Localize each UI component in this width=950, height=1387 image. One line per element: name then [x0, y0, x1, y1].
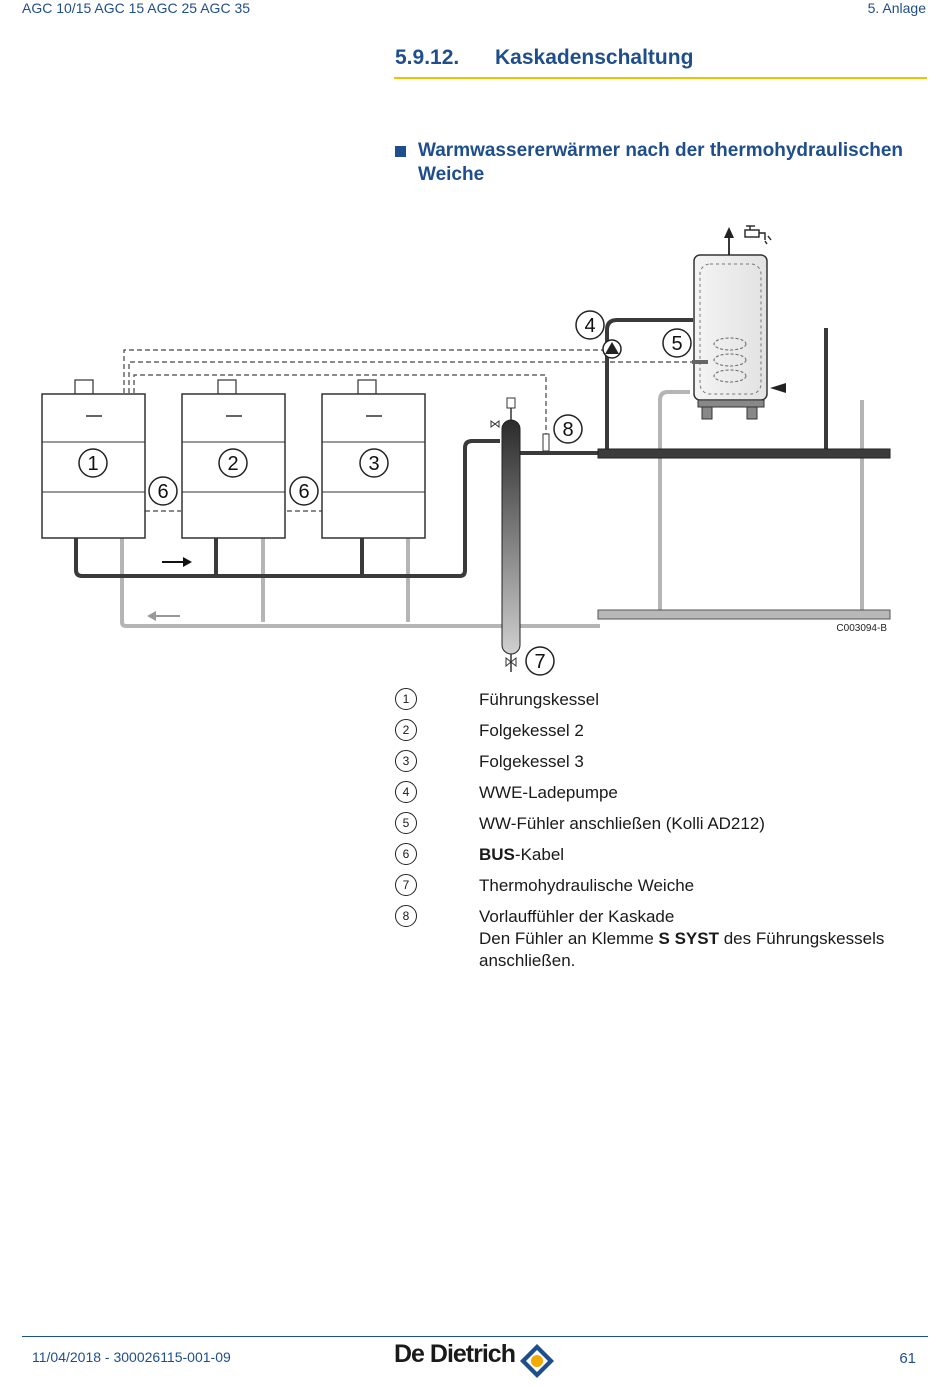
legend-text-bold: BUS: [479, 845, 515, 864]
diagram-label-3: 3: [359, 448, 389, 478]
header-models: AGC 10/15 AGC 15 AGC 25 AGC 35: [22, 0, 251, 16]
legend-line: anschließen.: [479, 951, 576, 970]
legend-number: 4: [395, 781, 417, 803]
legend-line-bold: S SYST: [658, 929, 719, 948]
diagram-label-5-text: 5: [671, 333, 682, 355]
diagram-label-3-text: 3: [368, 453, 379, 475]
diagram-label-7-text: 7: [534, 651, 545, 673]
diagram-label-1-text: 1: [87, 453, 98, 475]
de-dietrich-logo-icon: [520, 1344, 554, 1378]
legend-item: 6 BUS-Kabel: [395, 843, 935, 874]
section-rule: [394, 77, 927, 79]
diagram-label-1: 1: [78, 448, 108, 478]
subsection-title: Warmwassererwärmer nach der thermohydrau…: [418, 140, 904, 185]
legend-line-post: des Führungskessels: [719, 929, 885, 948]
diagram-code: C003094-B: [836, 623, 887, 634]
brand-name: De Dietrich: [394, 1340, 516, 1368]
legend-text: Folgekessel 2: [479, 721, 584, 740]
flow-arrow-icon: [162, 557, 192, 567]
legend-item: 2 Folgekessel 2: [395, 719, 935, 750]
legend-number: 2: [395, 719, 417, 741]
legend-number: 7: [395, 874, 417, 896]
diagram-label-6b: 6: [289, 476, 319, 506]
legend-item: 1 Führungskessel: [395, 688, 935, 719]
diagram-label-2-text: 2: [227, 453, 238, 475]
legend-number: 8: [395, 905, 417, 927]
diagram-label-4: 4: [575, 310, 605, 340]
diagram-label-8: 8: [553, 414, 583, 444]
charging-pump-icon: [602, 339, 622, 359]
legend-text: Thermohydraulische Weiche: [479, 876, 695, 895]
legend-text: Folgekessel 3: [479, 752, 584, 771]
diagram-label-6a-text: 6: [157, 481, 168, 503]
legend-text: WWE-Ladepumpe: [479, 783, 618, 802]
legend-item: 5 WW-Fühler anschließen (Kolli AD212): [395, 812, 935, 843]
return-pipes: [120, 390, 864, 628]
legend-item: 7 Thermohydraulische Weiche: [395, 874, 935, 905]
legend-text: BUS-Kabel: [479, 844, 929, 866]
legend-text: WW-Fühler anschließen (Kolli AD212): [479, 814, 765, 833]
legend-number: 1: [395, 688, 417, 710]
page-number: 61: [899, 1350, 916, 1367]
footer-doc-ref: 11/04/2018 - 300026115-001-09: [32, 1349, 231, 1365]
legend-item: 3 Folgekessel 3: [395, 750, 935, 781]
legend-line: Den Fühler an Klemme S SYST des Führungs…: [479, 928, 929, 950]
subsection-bullet-icon: [395, 146, 406, 157]
section-number: 5.9.12.: [395, 46, 460, 69]
legend-number: 6: [395, 843, 417, 865]
dhw-tank: [692, 227, 786, 420]
legend-line-pre: Den Fühler an Klemme: [479, 929, 659, 948]
flow-collector: [597, 448, 891, 459]
return-arrow-icon: [147, 611, 180, 621]
cascade-diagram: 1 2 3 4 5 6 6 7 8 C003094-B: [41, 225, 891, 676]
diagram-label-8-text: 8: [562, 419, 573, 441]
legend-item: 8 Vorlauffühler der Kaskade Den Fühler a…: [395, 905, 935, 975]
legend-text-rest: -Kabel: [514, 845, 565, 864]
legend-text: Führungskessel: [479, 690, 600, 709]
bus-cables: [123, 349, 700, 512]
hydraulic-separator: [490, 397, 521, 672]
diagram-label-7: 7: [525, 646, 555, 676]
diagram-label-2: 2: [218, 448, 248, 478]
flow-sensor: [542, 433, 550, 452]
legend-text: Vorlauffühler der Kaskade Den Fühler an …: [479, 906, 929, 972]
diagram-label-6b-text: 6: [298, 481, 309, 503]
header-chapter: 5. Anlage: [867, 0, 926, 16]
legend-number: 5: [395, 812, 417, 834]
diagram-label-6a: 6: [148, 476, 178, 506]
diagram-label-5: 5: [662, 328, 692, 358]
legend: 1 Führungskessel 2 Folgekessel 2 3 Folge…: [395, 688, 935, 975]
section-title: Kaskadenschaltung: [495, 46, 694, 69]
return-collector: [597, 609, 891, 620]
flow-pipes: [74, 318, 828, 578]
legend-line: Vorlauffühler der Kaskade: [479, 907, 675, 926]
legend-item: 4 WWE-Ladepumpe: [395, 781, 935, 812]
hot-water-tap-icon: [744, 225, 772, 245]
legend-number: 3: [395, 750, 417, 772]
diagram-label-4-text: 4: [584, 315, 595, 337]
footer-rule: [22, 1336, 928, 1337]
